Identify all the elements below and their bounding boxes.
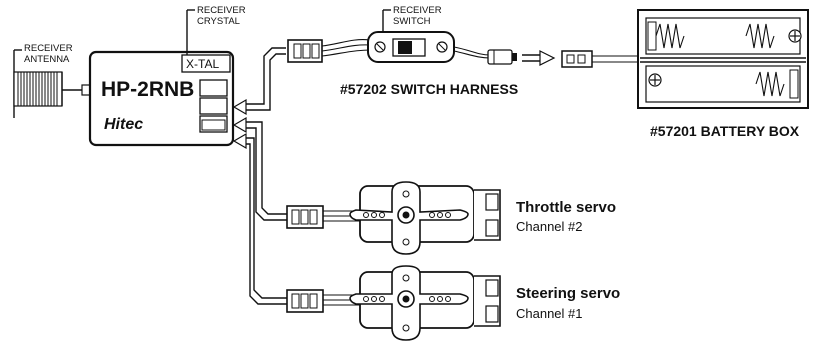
battery-box: [561, 9, 809, 109]
switch-harness: [287, 31, 517, 65]
receiver-antenna: [13, 50, 94, 118]
steering-channel-label: Channel #1: [516, 306, 583, 321]
connection-arrows: [232, 47, 287, 305]
battery-box-caption: #57201 BATTERY BOX: [650, 123, 800, 139]
brand-logo: Hitec: [104, 116, 143, 133]
receiver-antenna-label: RECEIVER ANTENNA: [14, 43, 73, 65]
throttle-channel-label: Channel #2: [516, 219, 583, 234]
throttle-servo-label: Throttle servo: [516, 199, 616, 216]
switch-harness-caption: #57202 SWITCH HARNESS: [340, 81, 518, 97]
receiver-crystal-label-line2: CRYSTAL: [197, 16, 240, 27]
receiver-switch-label-line1: RECEIVER: [393, 5, 442, 16]
receiver-antenna-label-line2: ANTENNA: [24, 54, 70, 65]
throttle-servo: [286, 181, 501, 255]
xtal-label: X-TAL: [186, 57, 219, 71]
receiver-crystal-label-line1: RECEIVER: [197, 5, 246, 16]
receiver-switch-label-line2: SWITCH: [393, 16, 431, 27]
receiver-antenna-label-line1: RECEIVER: [24, 43, 73, 54]
receiver: X-TAL HP-2RNB Hitec: [88, 50, 235, 147]
switch-to-battery-arrow: [522, 50, 556, 66]
receiver-model: HP-2RNB: [101, 78, 194, 101]
steering-servo-label: Steering servo: [516, 285, 620, 302]
steering-servo: [286, 265, 501, 341]
receiver-crystal-label: RECEIVER CRYSTAL: [186, 5, 246, 55]
receiver-switch-label: RECEIVER SWITCH: [382, 5, 442, 32]
